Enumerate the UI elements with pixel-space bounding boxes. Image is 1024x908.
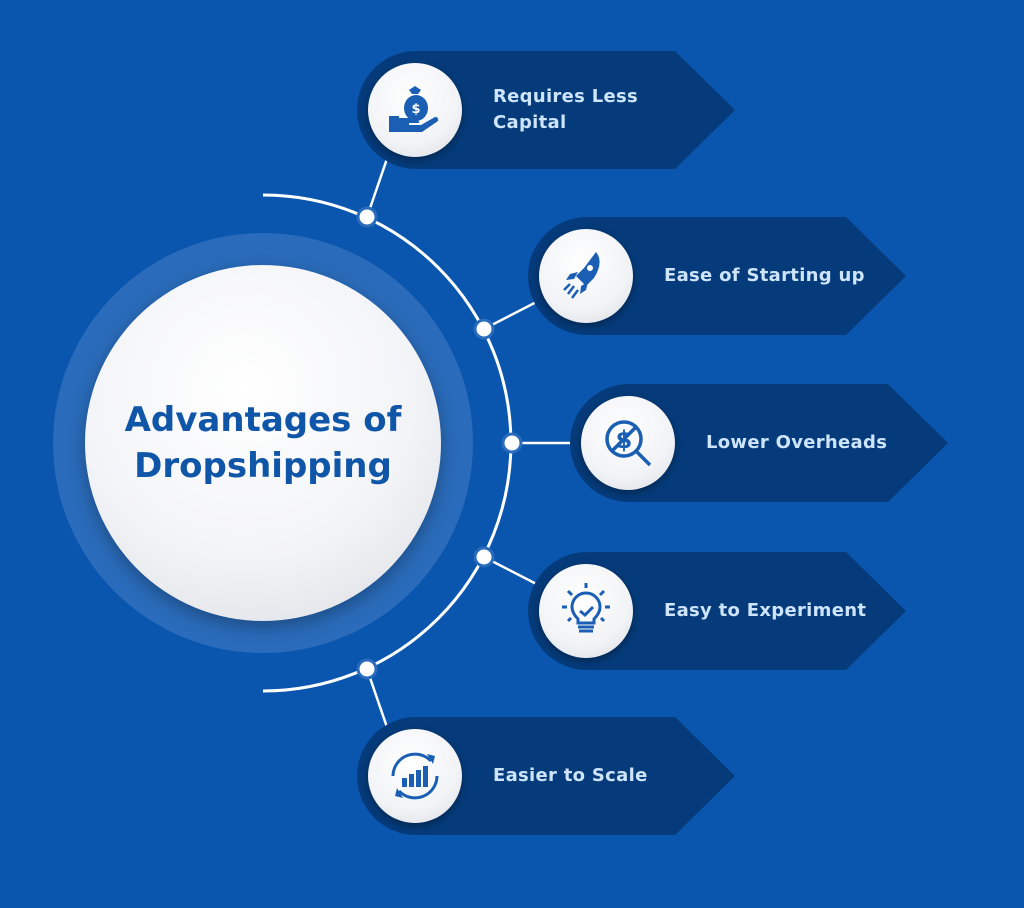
connector-dot xyxy=(473,318,495,340)
title: Advantages of Dropshipping xyxy=(124,400,402,486)
item-label: Lower Overheads xyxy=(706,432,888,453)
item-label: Easy to Experiment xyxy=(664,600,867,621)
connector-dot xyxy=(473,546,495,568)
item-easier-to-scale: Easier to Scale xyxy=(357,717,737,835)
item-easy-to-experiment: Easy to Experiment xyxy=(528,552,908,670)
rocket-icon xyxy=(539,229,633,323)
growth-chart-cycle-icon xyxy=(368,729,462,823)
svg-text:$: $ xyxy=(411,102,420,117)
no-dollar-search-icon: $ xyxy=(581,396,675,490)
item-lower-overheads: $ Lower Overheads xyxy=(570,384,950,502)
center-circle: Advantages of Dropshipping xyxy=(85,265,441,621)
money-bag-hand-icon: $ xyxy=(368,63,462,157)
connector-dot xyxy=(356,206,378,228)
svg-text:$: $ xyxy=(616,426,633,454)
item-label: Easier to Scale xyxy=(493,765,648,786)
connector-dot xyxy=(356,658,378,680)
connector-dot xyxy=(501,432,523,454)
item-requires-less-capital: $ Requires Less Capital xyxy=(357,51,737,169)
lightbulb-check-icon xyxy=(539,564,633,658)
item-label: Ease of Starting up xyxy=(664,265,865,286)
item-ease-of-starting-up: Ease of Starting up xyxy=(528,217,908,335)
item-label: Requires Less Capital xyxy=(493,86,639,133)
